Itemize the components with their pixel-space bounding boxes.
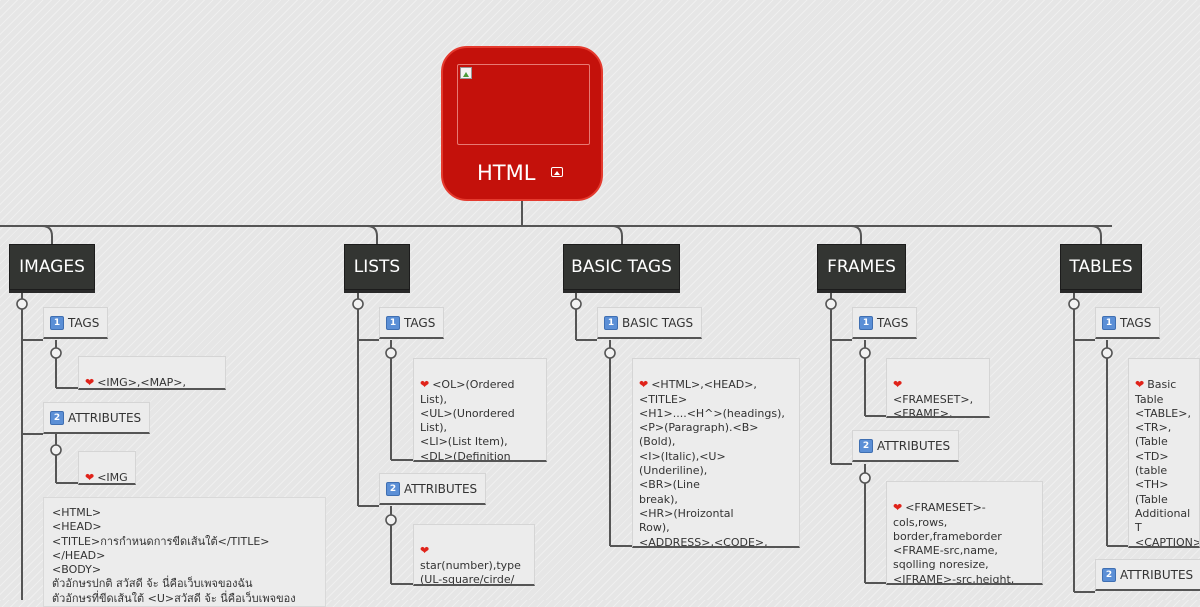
sub-label: TAGS bbox=[68, 315, 100, 330]
sub-label: TAGS bbox=[1120, 315, 1152, 330]
number-badge-icon: 2 bbox=[1102, 567, 1116, 582]
sub-label: ATTRIBUTES bbox=[404, 481, 478, 496]
number-badge-icon: 2 bbox=[386, 481, 400, 496]
sub-label: ATTRIBUTES bbox=[68, 410, 142, 425]
lists-attributes-leaf[interactable]: ❤star(number),type (UL-square/cirde/ Dis… bbox=[413, 524, 535, 586]
sub-label: TAGS bbox=[877, 315, 909, 330]
frames-tags-leaf[interactable]: ❤<FRAMESET>, <FRAME>, <IFRAME>, bbox=[886, 358, 990, 418]
tables-tags-leaf[interactable]: ❤Basic Table <TABLE>, <TR>, (Table <TD>(… bbox=[1128, 358, 1200, 548]
leaf-text: star(number),type (UL-square/cirde/ Dise… bbox=[420, 558, 521, 586]
heart-icon: ❤ bbox=[420, 378, 430, 392]
tables-tags-node[interactable]: 1 TAGS bbox=[1095, 307, 1161, 339]
images-tags-node[interactable]: 1 TAGS bbox=[43, 307, 109, 339]
number-badge-icon: 1 bbox=[50, 315, 64, 330]
leaf-text: <OL>(Ordered List), <UL>(Unordered List)… bbox=[420, 378, 515, 462]
root-node-image bbox=[457, 64, 590, 145]
sub-label: ATTRIBUTES bbox=[877, 438, 951, 453]
heart-icon: ❤ bbox=[85, 376, 95, 390]
number-badge-icon: 1 bbox=[859, 315, 873, 330]
number-badge-icon: 2 bbox=[50, 410, 64, 425]
number-badge-icon: 1 bbox=[386, 315, 400, 330]
branch-images[interactable]: IMAGES bbox=[9, 244, 95, 290]
branch-tables[interactable]: TABLES bbox=[1060, 244, 1142, 290]
images-code-note[interactable]: <HTML> <HEAD> <TITLE>การกำหนดการขีดเส้นใ… bbox=[43, 497, 326, 607]
branch-frames[interactable]: FRAMES bbox=[817, 244, 906, 290]
leaf-text: <FRAMESET>, <FRAME>, <IFRAME>, bbox=[893, 392, 974, 418]
tables-attributes-node[interactable]: 2 ATTRIBUTES bbox=[1095, 559, 1200, 591]
leaf-text: <IMG>,<MAP>,<AREA>, bbox=[97, 376, 186, 390]
heart-icon: ❤ bbox=[893, 501, 903, 515]
lists-tags-node[interactable]: 1 TAGS bbox=[379, 307, 445, 339]
frames-tags-node[interactable]: 1 TAGS bbox=[852, 307, 918, 339]
frames-attributes-node[interactable]: 2 ATTRIBUTES bbox=[852, 430, 960, 462]
leaf-text: Basic Table <TABLE>, <TR>, (Table <TD>(t… bbox=[1135, 378, 1200, 548]
leaf-text: <IMG bbox=[97, 471, 128, 485]
branch-basic-tags[interactable]: BASIC TAGS bbox=[563, 244, 680, 290]
images-attributes-leaf[interactable]: ❤<IMG bbox=[78, 451, 136, 485]
heart-icon: ❤ bbox=[420, 544, 430, 558]
number-badge-icon: 1 bbox=[1102, 315, 1116, 330]
heart-icon: ❤ bbox=[1135, 378, 1145, 392]
lists-attributes-node[interactable]: 2 ATTRIBUTES bbox=[379, 473, 487, 505]
root-node-label: HTML bbox=[477, 161, 536, 185]
heart-icon: ❤ bbox=[639, 378, 649, 392]
basic-tags-leaf[interactable]: ❤<HTML>,<HEAD>,<TITLE> <H1>....<H^>(head… bbox=[632, 358, 800, 548]
image-icon[interactable] bbox=[551, 167, 563, 177]
branch-lists[interactable]: LISTS bbox=[344, 244, 410, 290]
leaf-text: <HTML>,<HEAD>,<TITLE> <H1>....<H^>(headi… bbox=[639, 378, 785, 548]
sub-label: ATTRIBUTES bbox=[1120, 567, 1194, 582]
number-badge-icon: 1 bbox=[604, 315, 618, 330]
sub-label: TAGS bbox=[404, 315, 436, 330]
number-badge-icon: 2 bbox=[859, 438, 873, 453]
heart-icon: ❤ bbox=[85, 471, 95, 485]
images-tags-leaf[interactable]: ❤<IMG>,<MAP>,<AREA>, bbox=[78, 356, 226, 390]
root-node-html[interactable]: HTML bbox=[441, 46, 603, 201]
sub-label: BASIC TAGS bbox=[622, 315, 694, 330]
basic-tags-node[interactable]: 1 BASIC TAGS bbox=[597, 307, 703, 339]
heart-icon: ❤ bbox=[893, 378, 903, 392]
lists-tags-leaf[interactable]: ❤<OL>(Ordered List), <UL>(Unordered List… bbox=[413, 358, 547, 462]
leaf-text: <FRAMESET>-cols,rows, border,frameborder… bbox=[893, 501, 1015, 585]
images-attributes-node[interactable]: 2 ATTRIBUTES bbox=[43, 402, 151, 434]
broken-image-icon bbox=[460, 67, 472, 79]
frames-attributes-leaf[interactable]: ❤<FRAMESET>-cols,rows, border,frameborde… bbox=[886, 481, 1043, 585]
